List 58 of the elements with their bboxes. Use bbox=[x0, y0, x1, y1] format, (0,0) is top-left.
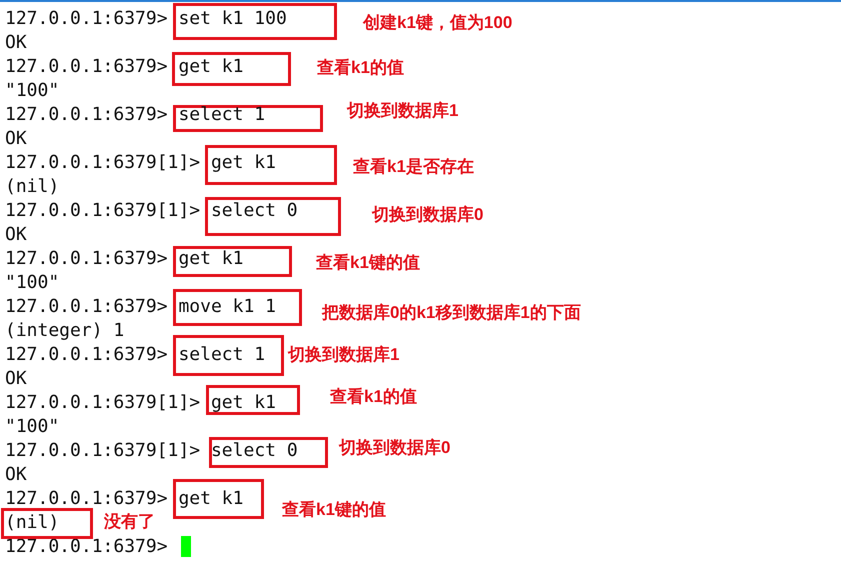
command-text: select 0 bbox=[210, 439, 298, 463]
annotation-text: 把数据库0的k1移到数据库1的下面 bbox=[322, 302, 581, 324]
highlight-box bbox=[172, 52, 291, 86]
annotation-text: 切换到数据库0 bbox=[339, 437, 450, 459]
annotation-text: 查看k1键的值 bbox=[282, 499, 386, 521]
highlight-box bbox=[173, 335, 284, 376]
command-text: select 1 bbox=[178, 103, 266, 127]
prompt-text: 127.0.0.1:6379> bbox=[5, 247, 168, 271]
highlight-box bbox=[206, 385, 300, 415]
annotation-text: 创建k1键，值为100 bbox=[363, 12, 512, 34]
command-text: move k1 1 bbox=[178, 295, 276, 319]
command-text: set k1 100 bbox=[178, 7, 287, 31]
prompt-text: 127.0.0.1:6379> bbox=[5, 55, 168, 79]
prompt-text: 127.0.0.1:6379> bbox=[5, 535, 168, 559]
highlight-box bbox=[173, 105, 323, 132]
prompt-text: 127.0.0.1:6379> bbox=[5, 295, 168, 319]
prompt-text: 127.0.0.1:6379[1]> bbox=[5, 151, 200, 175]
command-text: get k1 bbox=[210, 151, 276, 175]
output-text: (nil) bbox=[5, 511, 60, 535]
prompt-text: 127.0.0.1:6379> bbox=[5, 7, 168, 31]
output-text: OK bbox=[5, 127, 27, 151]
highlight-box bbox=[173, 246, 292, 277]
highlight-box bbox=[173, 3, 337, 40]
command-text: get k1 bbox=[178, 247, 244, 271]
prompt-text: 127.0.0.1:6379[1]> bbox=[5, 391, 200, 415]
annotation-text: 查看k1的值 bbox=[330, 386, 417, 408]
output-text: "100" bbox=[5, 271, 60, 295]
highlight-box bbox=[205, 197, 341, 236]
command-text: get k1 bbox=[178, 487, 244, 511]
highlight-box bbox=[1, 508, 93, 539]
annotation-text: 切换到数据库0 bbox=[372, 204, 484, 226]
output-text: "100" bbox=[5, 415, 60, 439]
annotation-text: 没有了 bbox=[104, 511, 155, 533]
annotation-text: 切换到数据库1 bbox=[347, 100, 458, 122]
command-text: select 0 bbox=[210, 199, 298, 223]
command-text: get k1 bbox=[178, 55, 244, 79]
highlight-box bbox=[209, 437, 328, 468]
prompt-text: 127.0.0.1:6379> bbox=[5, 103, 168, 127]
output-text: OK bbox=[5, 223, 27, 247]
prompt-text: 127.0.0.1:6379[1]> bbox=[5, 199, 200, 223]
annotation-text: 查看k1键的值 bbox=[316, 252, 420, 274]
highlight-box bbox=[205, 145, 337, 185]
output-text: OK bbox=[5, 463, 27, 487]
prompt-text: 127.0.0.1:6379[1]> bbox=[5, 439, 200, 463]
output-text: (integer) 1 bbox=[5, 319, 124, 343]
highlight-box bbox=[173, 289, 302, 326]
output-text: OK bbox=[5, 31, 27, 55]
annotation-text: 切换到数据库1 bbox=[288, 344, 400, 366]
prompt-text: 127.0.0.1:6379> bbox=[5, 343, 168, 367]
highlight-box bbox=[173, 479, 264, 519]
command-text: select 1 bbox=[178, 343, 266, 367]
command-text: get k1 bbox=[210, 391, 276, 415]
output-text: "100" bbox=[5, 79, 60, 103]
output-text: OK bbox=[5, 367, 27, 391]
output-text: (nil) bbox=[5, 175, 60, 199]
annotation-text: 查看k1是否存在 bbox=[353, 156, 474, 178]
annotation-text: 查看k1的值 bbox=[317, 57, 404, 79]
prompt-text: 127.0.0.1:6379> bbox=[5, 487, 168, 511]
